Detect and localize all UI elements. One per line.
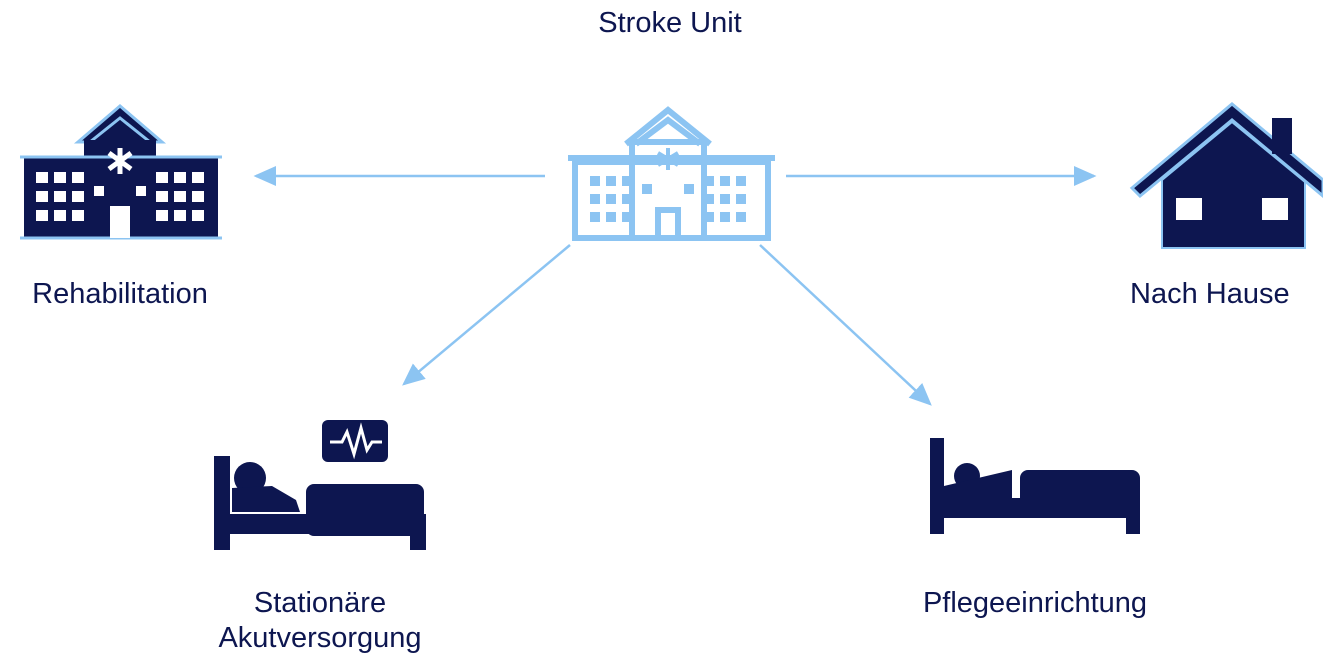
house-icon	[1129, 102, 1323, 249]
stroke-unit-windows	[590, 148, 746, 222]
patient-bed-monitor-icon	[214, 420, 426, 550]
stroke-unit-label: Stroke Unit	[598, 7, 742, 39]
acute-care-label-line2: Akutversorgung	[218, 622, 422, 655]
acute-care-label: Stationäre Akutversorgung	[170, 586, 470, 657]
arrow-to-nursing-home	[759, 244, 932, 406]
home-label: Nach Hause	[1130, 278, 1290, 310]
rehabilitation-hospital-icon	[20, 104, 222, 240]
acute-care-label-line1: Stationäre	[253, 587, 387, 619]
arrow-to-acute-care	[402, 244, 571, 386]
patient-bed-icon	[930, 438, 1140, 534]
rehabilitation-label: Rehabilitation	[32, 278, 208, 310]
nursing-home-label: Pflegeeinrichtung	[922, 587, 1148, 619]
